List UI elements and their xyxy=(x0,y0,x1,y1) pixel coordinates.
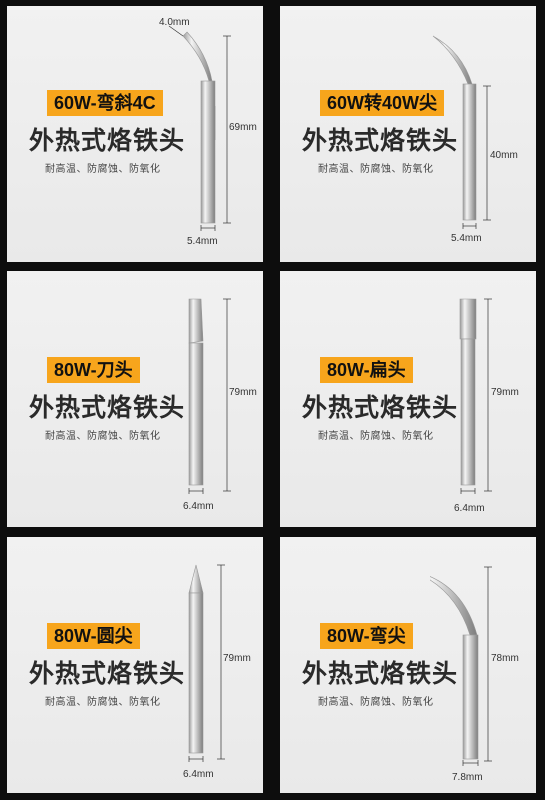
tip-drawing-knife: 79mm 6.4mm xyxy=(183,298,257,512)
diameter-label: 6.4mm xyxy=(454,503,485,514)
product-features: 耐高温、防腐蚀、防氧化 xyxy=(45,697,161,708)
product-badge: 80W-刀头 xyxy=(47,357,140,383)
diameter-label: 6.4mm xyxy=(183,769,214,780)
diameter-dimension: 5.4mm xyxy=(451,223,482,244)
diameter-label: 6.4mm xyxy=(183,501,214,512)
product-badge: 80W-圆尖 xyxy=(47,623,140,649)
diameter-label: 7.8mm xyxy=(452,772,483,783)
product-title: 外热式烙铁头 xyxy=(29,393,186,422)
tip-drawing-flat: 79mm 6.4mm xyxy=(454,298,519,514)
diameter-label: 5.4mm xyxy=(451,233,482,244)
product-title: 外热式烙铁头 xyxy=(302,393,459,422)
product-card-5: 80W-圆尖 外热式烙铁头 耐高温、防腐蚀、防氧化 79mm 6.4mm xyxy=(7,537,263,793)
length-label: 79mm xyxy=(229,387,257,398)
product-title: 外热式烙铁头 xyxy=(302,126,459,155)
product-badge: 60W-弯斜4C xyxy=(47,90,163,116)
diameter-dimension: 6.4mm xyxy=(183,488,214,512)
length-label: 79mm xyxy=(223,653,251,664)
product-card-6: 80W-弯尖 外热式烙铁头 耐高温、防腐蚀、防氧化 78mm 7.8mm xyxy=(280,537,536,793)
product-features: 耐高温、防腐蚀、防氧化 xyxy=(45,431,161,442)
length-label: 79mm xyxy=(491,387,519,398)
product-badge: 80W-弯尖 xyxy=(320,623,413,649)
length-dimension: 79mm xyxy=(484,298,519,492)
diameter-dimension: 5.4mm xyxy=(187,225,218,247)
length-dimension: 79mm xyxy=(223,298,257,492)
length-label: 40mm xyxy=(490,150,518,161)
product-badge: 80W-扁头 xyxy=(320,357,413,383)
product-card-3: 80W-刀头 外热式烙铁头 耐高温、防腐蚀、防氧化 79mm 6.4mm xyxy=(7,271,263,527)
length-label: 78mm xyxy=(491,653,519,664)
product-features: 耐高温、防腐蚀、防氧化 xyxy=(318,431,434,442)
product-title: 外热式烙铁头 xyxy=(29,659,186,688)
length-dimension: 78mm xyxy=(484,566,519,762)
product-card-4: 80W-扁头 外热式烙铁头 耐高温、防腐蚀、防氧化 79mm 6.4mm xyxy=(280,271,536,527)
tip-note-label: 4.0mm xyxy=(159,17,190,28)
tip-drawing-bent-bevel: 4.0mm 69mm 5.4mm xyxy=(159,17,257,247)
diameter-dimension: 7.8mm xyxy=(452,760,483,783)
length-label: 69mm xyxy=(229,122,257,133)
length-dimension: 69mm xyxy=(223,35,257,224)
product-card-2: 60W转40W尖 外热式烙铁头 耐高温、防腐蚀、防氧化 40mm 5.4mm xyxy=(280,6,536,262)
length-dimension: 79mm xyxy=(217,564,251,760)
diameter-label: 5.4mm xyxy=(187,236,218,247)
tip-drawing-bent-point: 40mm 5.4mm xyxy=(432,35,518,244)
tip-drawing-bent-point: 78mm 7.8mm xyxy=(430,566,519,783)
tip-drawing-round-point: 79mm 6.4mm xyxy=(183,564,251,780)
length-dimension: 40mm xyxy=(483,85,518,221)
diameter-dimension: 6.4mm xyxy=(183,756,214,780)
product-badge: 60W转40W尖 xyxy=(320,90,445,116)
product-features: 耐高温、防腐蚀、防氧化 xyxy=(318,164,434,175)
product-title: 外热式烙铁头 xyxy=(29,126,186,155)
diameter-dimension: 6.4mm xyxy=(454,488,485,514)
product-features: 耐高温、防腐蚀、防氧化 xyxy=(45,164,161,175)
tip-note-dimension: 4.0mm xyxy=(159,17,190,37)
product-title: 外热式烙铁头 xyxy=(302,659,459,688)
product-card-1: 60W-弯斜4C 外热式烙铁头 耐高温、防腐蚀、防氧化 4.0mm 69mm 5… xyxy=(7,6,263,262)
product-features: 耐高温、防腐蚀、防氧化 xyxy=(318,697,434,708)
